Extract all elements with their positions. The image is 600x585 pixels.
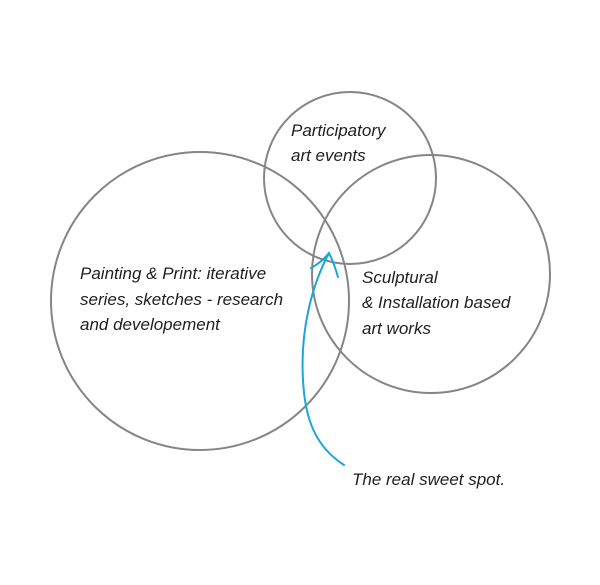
painting-circle [50,151,350,451]
painting-label-line: series, sketches - research [80,290,283,309]
sculptural-label-line: & Installation based [362,293,511,312]
painting-label: Painting & Print: iterative series, sket… [80,264,288,334]
participatory-label-line: Participatory [291,121,387,140]
participatory-label-line: art events [291,146,366,165]
arrow-curve [301,252,345,466]
sweet-spot-arrow [301,252,345,466]
arrowhead-left [310,252,330,269]
sculptural-circle [311,154,551,394]
arrowhead-right [328,252,339,278]
participatory-circle [263,91,437,265]
participatory-label: Participatory art events [291,121,390,165]
sweet-spot-annotation: The real sweet spot. [352,470,505,489]
sculptural-label-line: Sculptural [362,268,439,287]
painting-label-line: Painting & Print: iterative [80,264,266,283]
sculptural-label: Sculptural & Installation based art work… [362,268,515,338]
sculptural-label-line: art works [362,319,431,338]
painting-label-line: and developement [80,315,221,334]
